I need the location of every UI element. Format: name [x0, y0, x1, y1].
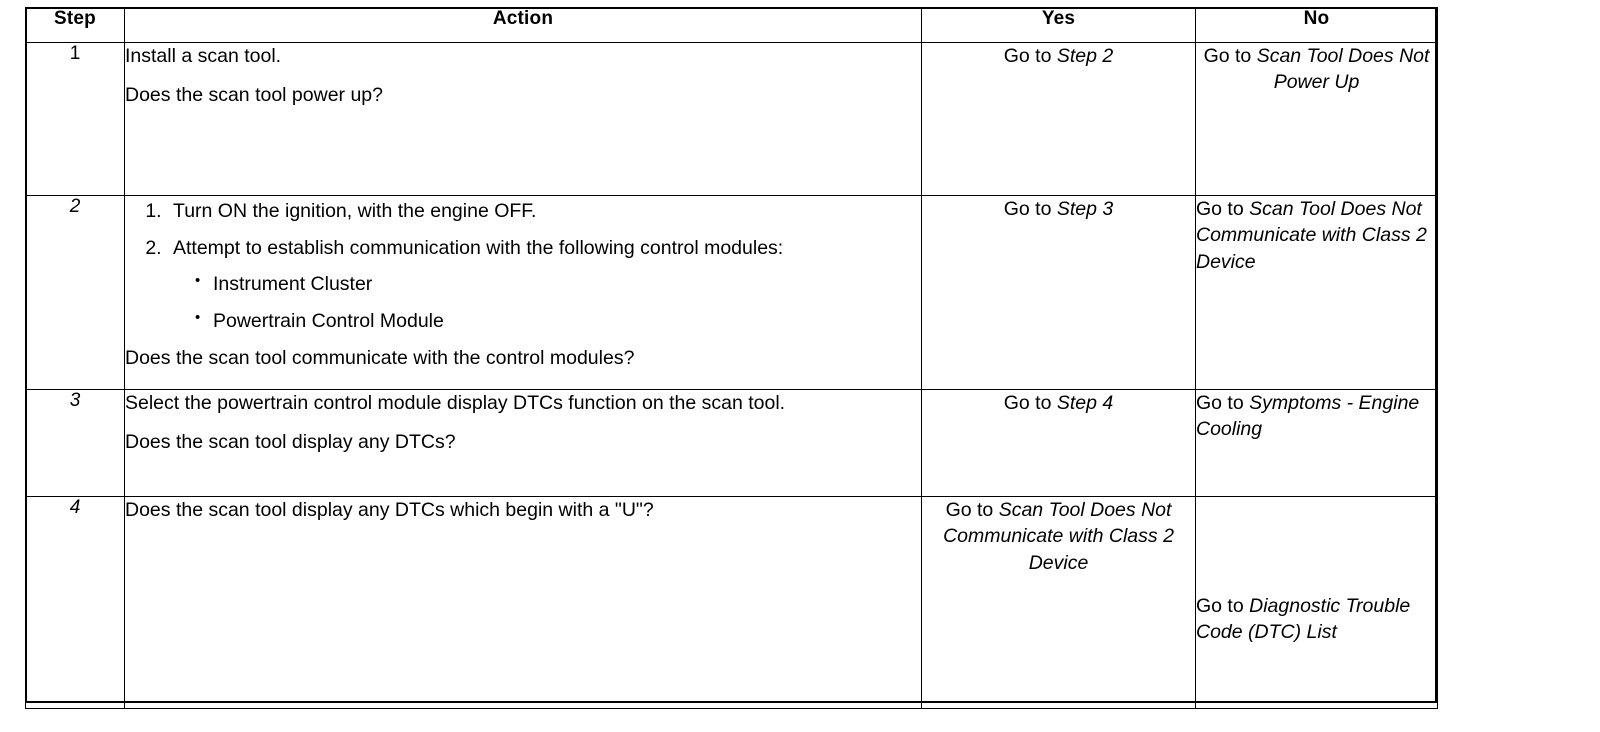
no-reference: Go to Scan Tool Does Not Communicate wit… — [1196, 196, 1437, 275]
goto-prefix: Go to — [1196, 198, 1250, 220]
yes-cell: Go to Step 3 — [921, 195, 1196, 390]
goto-target: Step 4 — [1056, 392, 1114, 414]
header-row: Step Action Yes No — [25, 7, 1438, 43]
action-question: Does the scan tool display any DTCs whic… — [125, 499, 654, 521]
goto-prefix: Go to — [1003, 198, 1057, 220]
goto-target: Diagnostic Trouble Code (DTC) List — [1196, 595, 1411, 644]
no-cell: Go to Scan Tool Does Not Communicate wit… — [1195, 195, 1438, 390]
action-line: Select the powertrain control module dis… — [125, 392, 786, 414]
step-number-cell: 4 — [25, 496, 125, 709]
no-reference: Go to Symptoms - Engine Cooling — [1196, 390, 1437, 443]
action-bullet-item: Powertrain Control Module — [195, 307, 921, 336]
action-question: Does the scan tool display any DTCs? — [125, 430, 456, 453]
goto-target: Symptoms - Engine Cooling — [1196, 392, 1420, 441]
action-question: Does the scan tool power up? — [125, 83, 383, 106]
action-bullet-item: Instrument Cluster — [195, 270, 921, 299]
table-row: 4 Does the scan tool display any DTCs wh… — [25, 496, 1438, 709]
table-row: 1 Install a scan tool. Does the scan too… — [25, 42, 1438, 196]
goto-target: Step 3 — [1056, 198, 1114, 220]
action-bullet-list: Instrument Cluster Powertrain Control Mo… — [173, 270, 921, 336]
step-number-cell: 1 — [25, 42, 125, 196]
table-row: 3 Select the powertrain control module d… — [25, 389, 1438, 497]
yes-cell: Go to Step 2 — [921, 42, 1196, 196]
no-cell: Go to Diagnostic Trouble Code (DTC) List — [1195, 496, 1438, 709]
goto-prefix: Go to — [1203, 45, 1257, 67]
step-number-cell: 2 — [25, 195, 125, 390]
table-row: 2 Turn ON the ignition, with the engine … — [25, 195, 1438, 390]
action-ordered-list: Turn ON the ignition, with the engine OF… — [125, 198, 921, 336]
column-header-step: Step — [25, 7, 125, 43]
diagnostic-table: Step Action Yes No 1 Install a scan tool… — [25, 7, 1438, 709]
no-cell: Go to Scan Tool Does Not Power Up — [1195, 42, 1438, 196]
column-header-no: No — [1195, 7, 1438, 43]
yes-cell: Go to Scan Tool Does Not Communicate wit… — [921, 496, 1196, 709]
table-body: 1 Install a scan tool. Does the scan too… — [25, 42, 1438, 709]
yes-reference: Go to Scan Tool Does Not Communicate wit… — [922, 497, 1195, 576]
table-header: Step Action Yes No — [25, 7, 1438, 43]
no-cell: Go to Symptoms - Engine Cooling — [1195, 389, 1438, 497]
action-cell: Select the powertrain control module dis… — [124, 389, 922, 497]
goto-prefix: Go to — [945, 499, 999, 521]
action-list-item: Turn ON the ignition, with the engine OF… — [167, 198, 921, 226]
goto-target: Scan Tool Does Not Communicate with Clas… — [943, 499, 1174, 574]
action-cell: Does the scan tool display any DTCs whic… — [124, 496, 922, 709]
action-line: Install a scan tool. — [125, 45, 282, 67]
yes-reference: Go to Step 3 — [922, 196, 1195, 228]
action-question: Does the scan tool communicate with the … — [125, 346, 635, 369]
no-reference: Go to Scan Tool Does Not Power Up — [1196, 43, 1437, 96]
yes-reference: Go to Step 4 — [922, 390, 1195, 422]
goto-target: Scan Tool Does Not Communicate with Clas… — [1196, 198, 1427, 273]
goto-prefix: Go to — [1196, 392, 1250, 414]
yes-reference: Go to Step 2 — [922, 43, 1195, 75]
action-cell: Install a scan tool. Does the scan tool … — [124, 42, 922, 196]
goto-target: Scan Tool Does Not Power Up — [1256, 45, 1430, 94]
action-list-item: Attempt to establish communication with … — [167, 235, 921, 336]
goto-prefix: Go to — [1003, 45, 1057, 67]
goto-prefix: Go to — [1003, 392, 1057, 414]
goto-target: Step 2 — [1056, 45, 1114, 67]
step-number-cell: 3 — [25, 389, 125, 497]
column-header-yes: Yes — [921, 7, 1196, 43]
action-list-item-text: Attempt to establish communication with … — [173, 236, 784, 259]
column-header-action: Action — [124, 7, 922, 43]
no-reference: Go to Diagnostic Trouble Code (DTC) List — [1196, 497, 1437, 646]
goto-prefix: Go to — [1196, 595, 1250, 617]
yes-cell: Go to Step 4 — [921, 389, 1196, 497]
action-cell: Turn ON the ignition, with the engine OF… — [124, 195, 922, 390]
